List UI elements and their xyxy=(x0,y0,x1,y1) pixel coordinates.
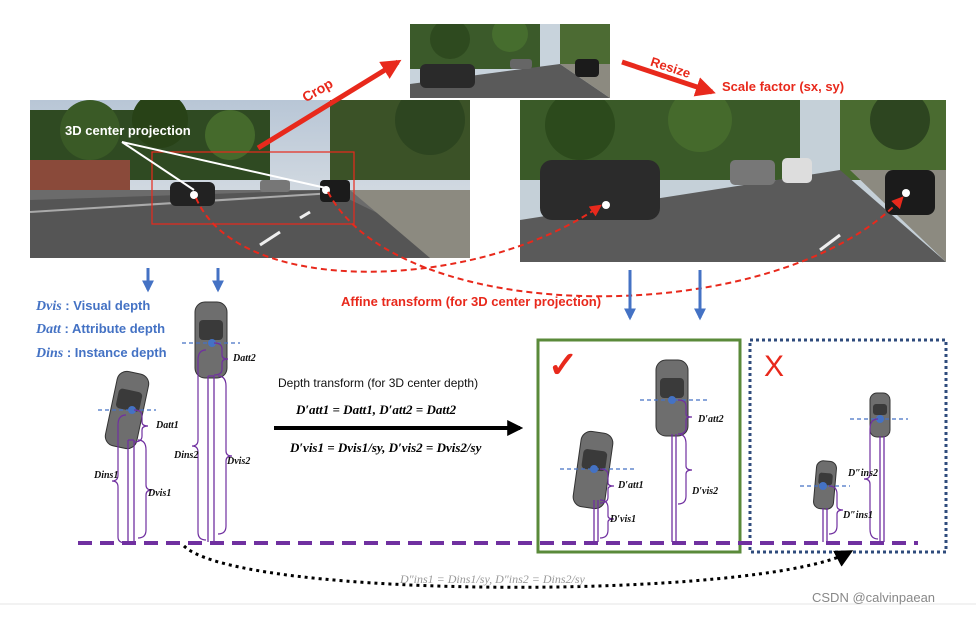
legend-symbol: Dins xyxy=(36,346,64,361)
label-vis1: Dvis1 xyxy=(148,488,172,499)
center-projection-label: 3D center projection xyxy=(65,123,191,138)
label-vis2-prime: D′vis2 xyxy=(692,486,719,497)
label-att2: Datt2 xyxy=(233,353,256,364)
label-vis1-prime: D′vis1 xyxy=(610,514,637,525)
legend-instance-depth: Dins : Instance depth xyxy=(36,345,167,362)
top-cropped-photo xyxy=(410,24,610,98)
crop-region-box xyxy=(151,151,355,225)
depth-bars xyxy=(127,375,885,542)
projection-pointer-1 xyxy=(121,141,195,191)
depth-braces xyxy=(111,342,879,544)
resize-arrow xyxy=(621,59,716,97)
label-vis2: Dvis2 xyxy=(227,456,251,467)
top-street-scene xyxy=(410,24,610,98)
center-point-1 xyxy=(190,191,198,199)
affine-curve-1 xyxy=(195,197,602,273)
watermark-text: CSDN @calvinpaean xyxy=(812,590,936,605)
center-point-3 xyxy=(602,201,610,209)
center-point-4 xyxy=(902,189,910,197)
scale-factor-label: Scale factor (sx, sy) xyxy=(722,79,845,94)
legend-symbol: Datt xyxy=(36,322,61,337)
cross-mark-icon: X xyxy=(764,350,785,383)
equation-instance: D″ins1 = Dins1/sy, D″ins2 = Dins2/sy xyxy=(400,572,585,586)
label-ins1-double: D″ins1 xyxy=(843,510,873,521)
equation-visual: D′vis1 = Dvis1/sy, D′vis2 = Dvis2/sy xyxy=(290,440,482,455)
label-ins2-double: D″ins2 xyxy=(848,468,878,479)
legend-text: : Instance depth xyxy=(66,345,167,360)
right-street-scene xyxy=(520,100,946,262)
center-dots xyxy=(128,339,884,490)
label-att1-prime: D′att1 xyxy=(618,480,644,491)
equation-attribute: D′att1 = Datt1, D′att2 = Datt2 xyxy=(296,402,457,417)
instance-depth-curve xyxy=(182,544,854,589)
label-att1: Datt1 xyxy=(156,420,179,431)
label-ins1: Dins1 xyxy=(94,470,119,481)
depth-transform-label: Depth transform (for 3D center depth) xyxy=(278,376,479,390)
legend-text: : Attribute depth xyxy=(64,321,166,336)
legend-visual-depth: Dvis : Visual depth xyxy=(36,298,150,315)
legend-symbol: Dvis xyxy=(36,299,62,314)
affine-transform-label: Affine transform (for 3D center projecti… xyxy=(341,294,602,309)
label-att2-prime: D′att2 xyxy=(698,414,724,425)
correct-box xyxy=(536,338,742,554)
affine-curve-2 xyxy=(327,191,904,298)
right-resized-photo xyxy=(520,100,946,262)
projection-pointer-2 xyxy=(121,141,327,189)
label-ins2: Dins2 xyxy=(174,450,199,461)
crop-arrow xyxy=(256,59,402,151)
check-mark-icon: ✓ xyxy=(548,344,579,385)
legend-attribute-depth: Datt : Attribute depth xyxy=(36,321,165,338)
legend-text: : Visual depth xyxy=(65,298,151,313)
